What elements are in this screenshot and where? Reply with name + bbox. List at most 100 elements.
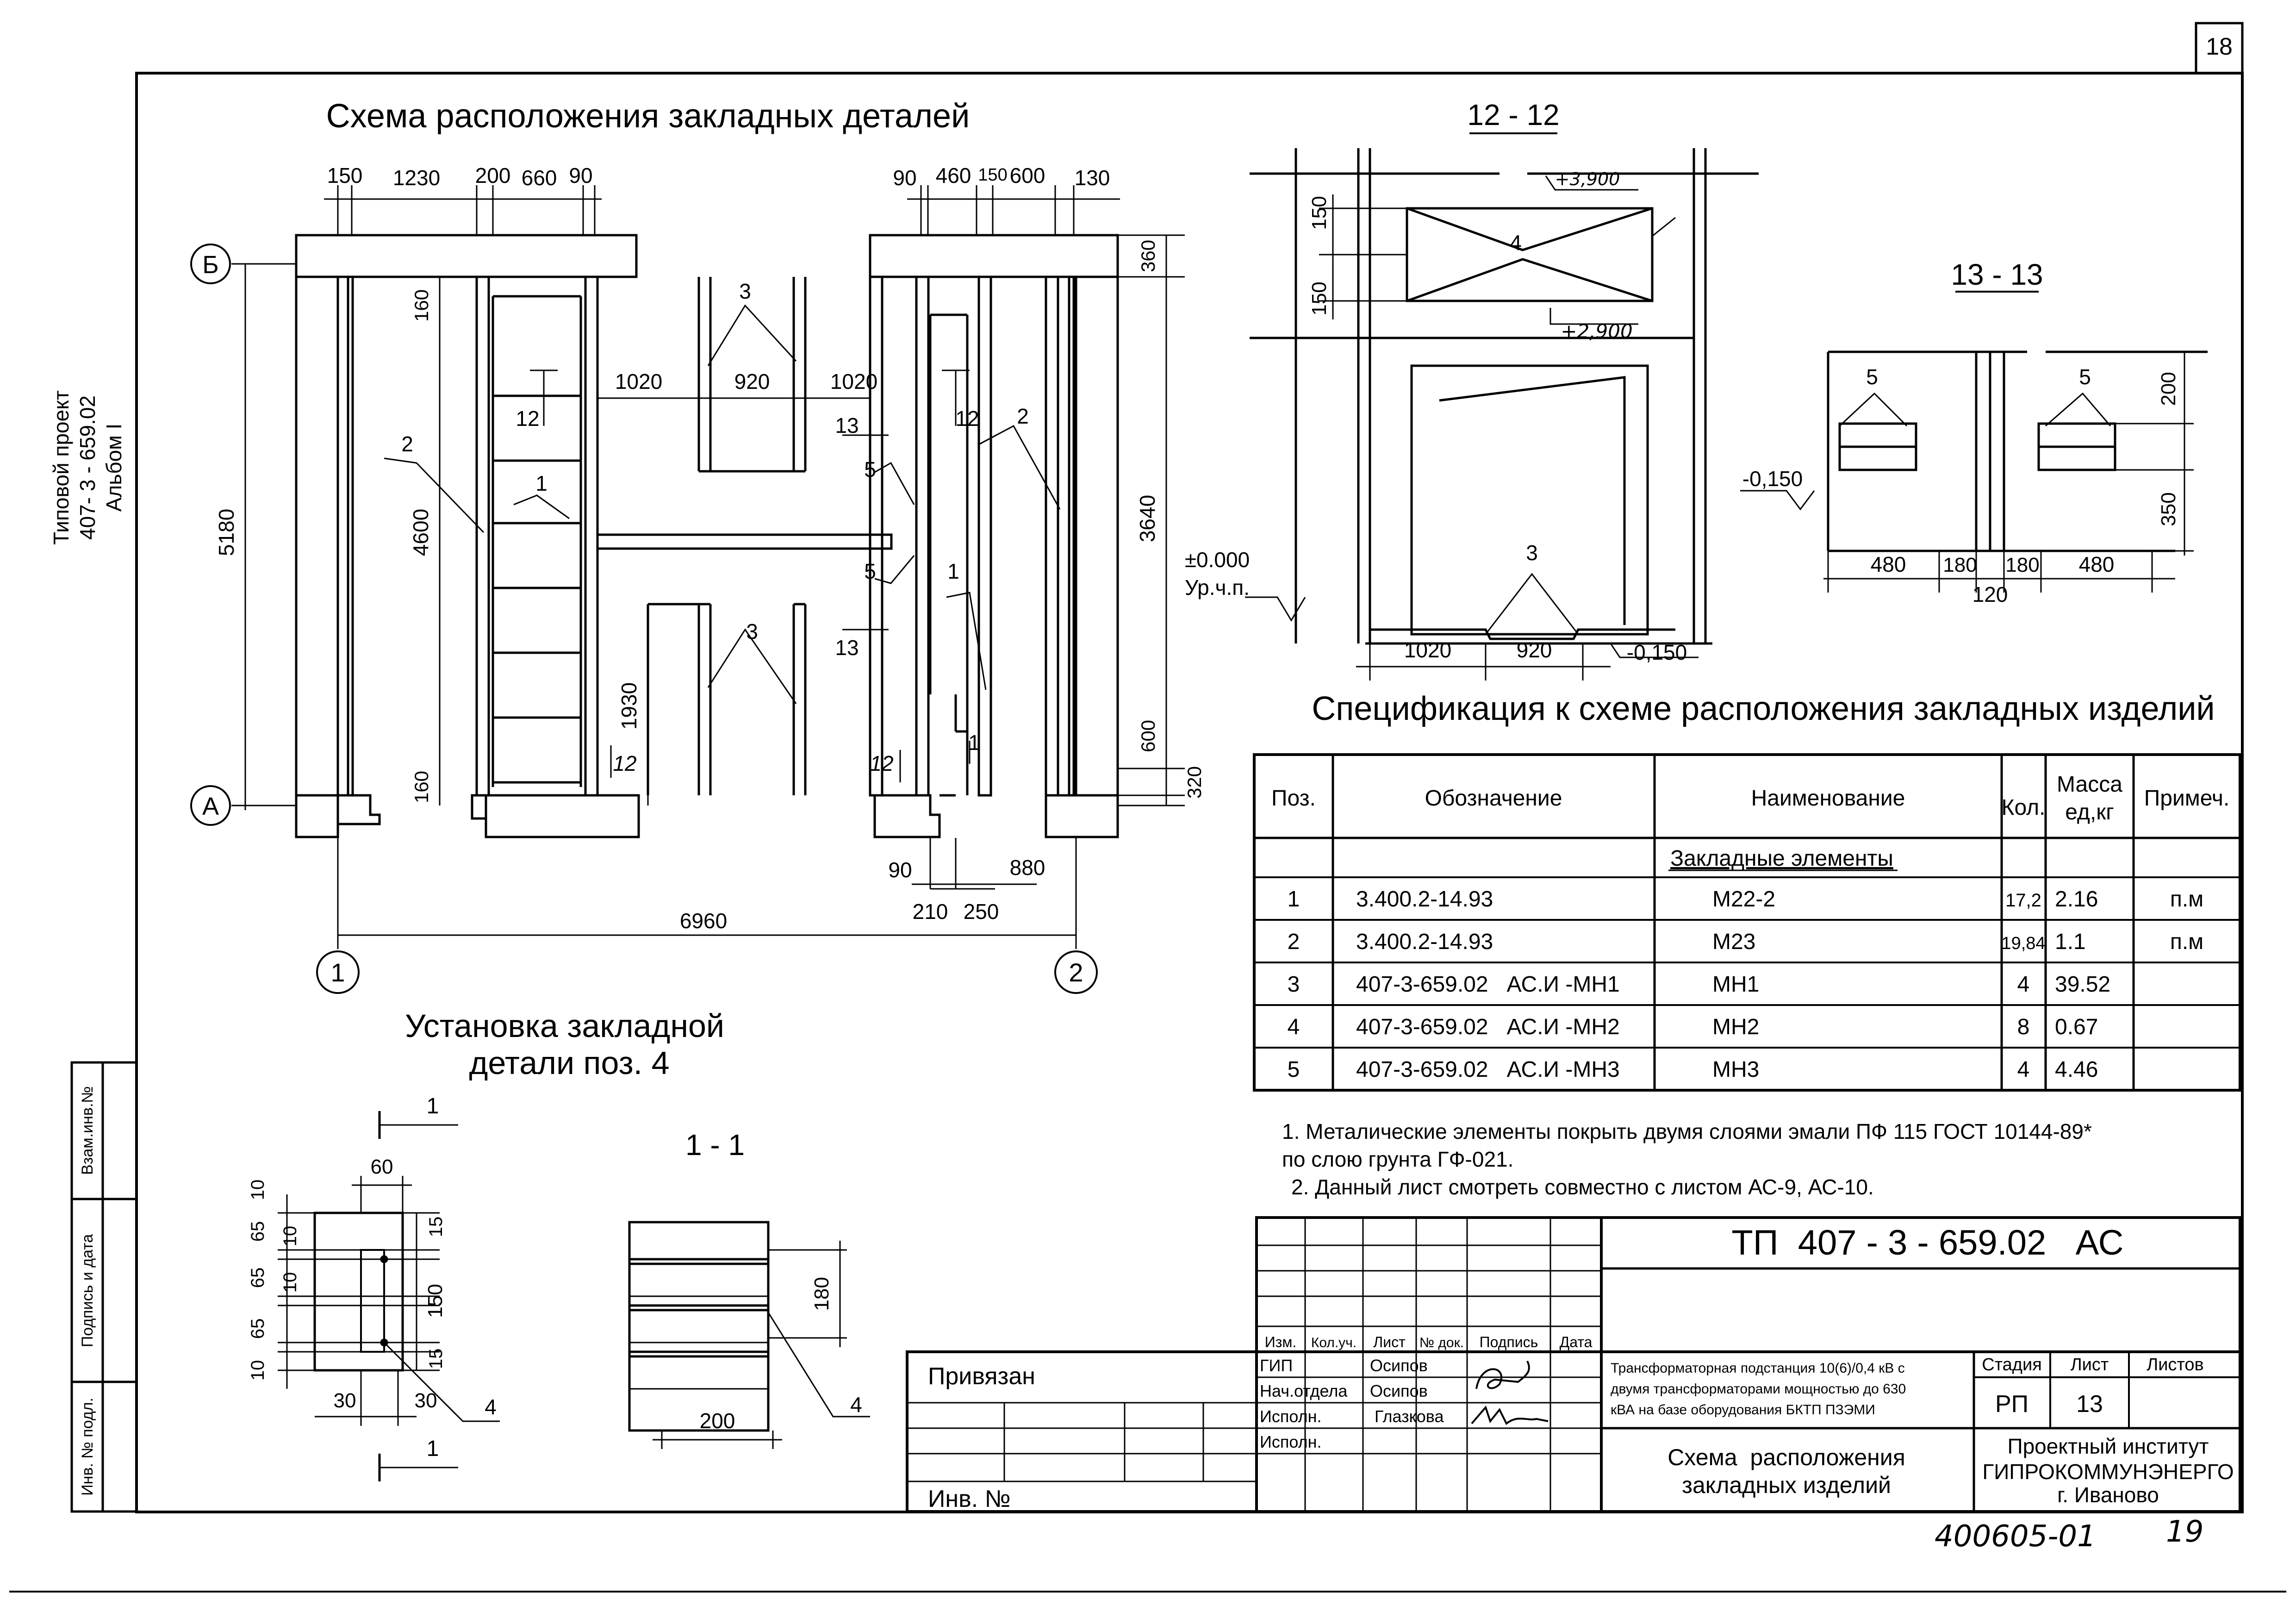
tb-desc-1: Трансформаторная подстанция 10(6)/0,4 кВ…	[1611, 1361, 1905, 1376]
plan-callout-1-right: 1	[947, 559, 959, 583]
install-dim-60: 60	[371, 1156, 393, 1178]
tb-name-1: Осипов	[1370, 1356, 1428, 1375]
dim-top-90-left: 90	[569, 163, 592, 187]
dim-top-150-left: 150	[327, 163, 363, 187]
sec12-dim-1020: 1020	[1404, 638, 1451, 662]
spec-r3-pos: 3	[1288, 972, 1300, 997]
spec-row-3: 3 407-3-659.02 АС.И -МН1 МН1 4 39.52	[1288, 972, 2110, 997]
spec-r1-prim: п.м	[2170, 887, 2203, 912]
install-callout-4: 4	[485, 1395, 497, 1419]
plan-sec13-top: 13	[835, 413, 859, 437]
spec-h-kol: Кол.	[2002, 795, 2046, 820]
plan-sec12-bottom-left: 12	[613, 751, 636, 775]
axis-2-bubble	[1054, 950, 1098, 994]
tb-org-1: Проектный институт	[2008, 1434, 2209, 1458]
dim-top-600: 600	[1010, 163, 1045, 187]
install-sec-mark-bottom: 1	[427, 1437, 439, 1461]
sec13-title: 13 - 13	[1951, 258, 2043, 291]
sec12-dim-150b: 150	[1308, 281, 1331, 315]
tb-privyazan: Привязан	[928, 1363, 1035, 1390]
axis-b-bubble	[190, 244, 231, 284]
tb-role-3: Исполн.	[1260, 1407, 1322, 1426]
sec12-elev-top: +3,900	[1555, 169, 1620, 189]
stamp-vzam: Взам.инв.№	[79, 1086, 96, 1175]
spec-r5-mass: 4.46	[2055, 1057, 2098, 1082]
install-dim-10a: 10	[248, 1180, 268, 1200]
spec-r1-mass: 2.16	[2055, 887, 2098, 912]
note-1b: по слою грунта ГФ-021.	[1282, 1147, 1513, 1171]
dim-4600: 4600	[409, 509, 433, 556]
plan-callout-1-bottom: 1	[968, 731, 980, 755]
tb-inv: Инв. №	[928, 1486, 1010, 1512]
sec11-callout-4: 4	[850, 1393, 862, 1417]
sec12-floor-label: Ур.ч.п.	[1185, 575, 1250, 600]
sec13-elev: -0,150	[1742, 467, 1803, 491]
dim-top-90-right: 90	[893, 166, 916, 190]
sec11-dim-200: 200	[700, 1409, 735, 1433]
sec11-dim-180: 180	[810, 1277, 833, 1311]
tb-name-3: Глазкова	[1375, 1407, 1444, 1426]
install-dim-65c: 65	[248, 1318, 268, 1339]
spec-r3-mass: 39.52	[2055, 972, 2110, 997]
tb-desc-3: кВА на базе оборудования БКТП ПЗЭМИ	[1611, 1402, 1875, 1418]
stamp-podpis: Подпись и дата	[79, 1234, 96, 1348]
install-title-1: Установка закладной	[405, 1008, 724, 1044]
sec13-dim-350: 350	[2157, 492, 2180, 526]
axis-a-label: А	[202, 793, 219, 820]
spec-r2-naim: М23	[1712, 930, 1755, 954]
stamp-inv: Инв. № подл.	[79, 1398, 96, 1496]
spec-row-4: 4 407-3-659.02 АС.И -МН2 МН2 8 0.67	[1288, 1015, 2098, 1039]
plan-callout-1-left: 1	[535, 471, 548, 495]
spec-h-oboz: Обозначение	[1425, 786, 1562, 811]
tb-code: ТП 407 - 3 - 659.02 АС	[1731, 1223, 2123, 1262]
tb-col-izm: Изм.	[1265, 1334, 1297, 1350]
tb-listov-h: Листов	[2147, 1355, 2203, 1374]
plan-sec13-bottom: 13	[835, 636, 859, 660]
sec13-dim-180b: 180	[2005, 554, 2039, 576]
dim-160-bottom: 160	[411, 771, 432, 803]
spec-r2-pos: 2	[1288, 930, 1300, 954]
spec-r5-kol: 4	[2017, 1057, 2030, 1082]
dim-90-bottom: 90	[888, 858, 912, 882]
install-dim-150: 150	[424, 1284, 447, 1318]
tb-drawing-2: закладных изделий	[1682, 1472, 1891, 1498]
tb-stadiya: РП	[1995, 1391, 2028, 1418]
sec12-elev-low: -0,150	[1627, 640, 1687, 664]
spec-r1-kol: 17,2	[2005, 890, 2041, 911]
spec-r2-prim: п.м	[2170, 930, 2203, 954]
sec13-dim-120: 120	[1972, 582, 2008, 606]
plan-callout-3-bottom: 3	[746, 619, 758, 643]
install-dim-15a: 15	[426, 1217, 446, 1237]
spec-r2-mass: 1.1	[2055, 930, 2086, 954]
sec13-callout-5a: 5	[1866, 365, 1878, 389]
sheet-number-box	[2195, 22, 2244, 75]
dim-250: 250	[964, 899, 999, 924]
dim-top-460: 460	[936, 163, 971, 187]
spec-r3-oboz: 407-3-659.02 АС.И -МН1	[1356, 972, 1620, 997]
dim-920: 920	[734, 369, 770, 394]
spec-group: Закладные элементы	[1670, 846, 1893, 871]
spec-r1-naim: М22-2	[1712, 887, 1775, 912]
sec12-callout-3: 3	[1526, 541, 1538, 565]
spec-title: Спецификация к схеме расположения заклад…	[1312, 690, 2215, 727]
spec-row-2: 2 3.400.2-14.93 М23 19,84 1.1 п.м	[1288, 930, 2204, 954]
install-sec-mark-top: 1	[427, 1094, 439, 1118]
axis-2-label: 2	[1069, 958, 1083, 987]
spec-grid	[1253, 753, 2241, 1092]
sec13-dim-180a: 180	[1943, 554, 1977, 576]
spec-r3-naim: МН1	[1712, 972, 1759, 997]
sec13-dim-lines	[1740, 352, 2194, 593]
dim-top-130: 130	[1075, 166, 1110, 190]
sec12-title: 12 - 12	[1467, 98, 1559, 131]
tb-col-data: Дата	[1560, 1334, 1593, 1350]
spec-r4-naim: МН2	[1712, 1015, 1759, 1039]
side-project-line2: 407- 3 - 659.02	[75, 395, 100, 540]
spec-h-pos: Поз.	[1271, 786, 1316, 811]
plan-callout-3-top: 3	[739, 279, 751, 303]
title-block-grid	[906, 1216, 2241, 1513]
sec12-dim-150a: 150	[1308, 196, 1331, 230]
plan-sec12-right: 12	[955, 406, 979, 431]
spec-r4-kol: 8	[2017, 1015, 2030, 1039]
spec-r4-pos: 4	[1288, 1015, 1300, 1039]
